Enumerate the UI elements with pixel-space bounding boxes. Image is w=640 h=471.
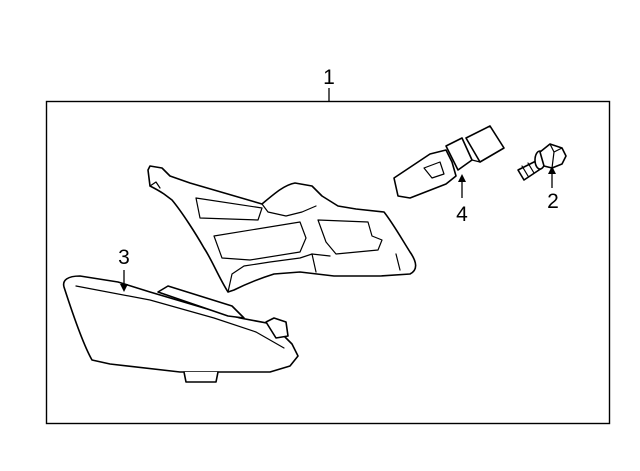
lens: [62, 275, 299, 383]
callout-4-label: 4: [456, 203, 468, 226]
housing-bracket: [147, 165, 417, 293]
callout-1-label: 1: [323, 66, 335, 89]
bolt: [517, 143, 567, 181]
assembly-frame: [45, 100, 611, 425]
bulb: [393, 125, 505, 199]
callout-2-label: 2: [547, 190, 559, 213]
callout-3-label: 3: [118, 246, 130, 269]
